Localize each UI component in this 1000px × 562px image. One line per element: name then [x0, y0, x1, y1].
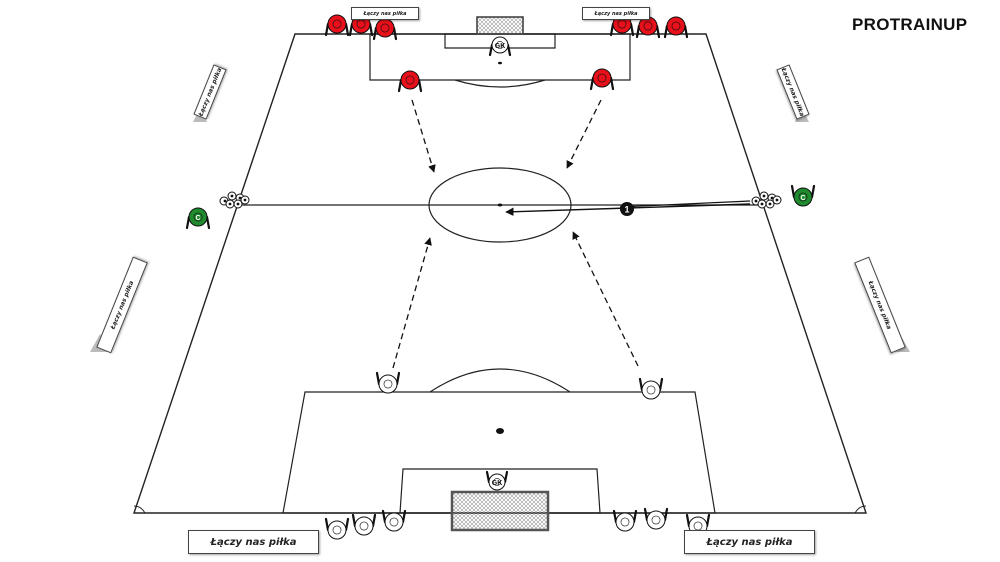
ad-board-top-right: Łączy nas piłka	[582, 7, 650, 20]
bottom-penalty-spot	[496, 428, 504, 434]
bottom-goal-area	[399, 468, 601, 514]
top-penalty-spot	[498, 61, 502, 65]
ad-board-bottom-left-text: Łączy nas piłka	[210, 536, 297, 548]
red-player-1	[324, 14, 350, 37]
white-player-2	[638, 377, 664, 400]
ad-board-bottom-left: Łączy nas piłka	[188, 530, 319, 554]
run-arrow-bottom-left	[392, 237, 432, 369]
top-goal	[476, 16, 524, 35]
red-player-6	[663, 16, 689, 39]
corner-arc-bottom-right	[854, 505, 867, 514]
center-circle	[428, 167, 572, 243]
white-player-3	[324, 517, 350, 540]
ball-pile-right	[751, 191, 782, 209]
ad-board-bottom-right: Łączy nas piłka	[684, 530, 815, 554]
white-player-6	[612, 509, 638, 532]
brand-logo-text: PROTRAINUP	[852, 15, 968, 34]
red-player-3	[372, 18, 398, 41]
ball-pile-left	[219, 191, 250, 209]
center-spot	[497, 203, 503, 207]
run-arrow-top-right	[566, 99, 602, 169]
bottom-penalty-area	[282, 391, 716, 514]
goalkeeper-top: GK	[488, 36, 512, 57]
corner-arc-bottom-left	[133, 505, 146, 514]
bottom-penalty-arc	[429, 368, 571, 393]
coach-left-label: C	[195, 215, 200, 222]
red-player-7	[397, 70, 423, 93]
white-player-4	[351, 513, 377, 536]
red-player-8	[589, 68, 615, 91]
ad-board-top-left: Łączy nas piłka	[351, 7, 419, 20]
run-arrow-top-left	[411, 99, 436, 173]
ad-board-top-left-text: Łączy nas piłka	[363, 10, 407, 17]
goalkeeper-top-label: GK	[495, 43, 506, 50]
white-player-5	[381, 509, 407, 532]
coach-right: C	[790, 184, 816, 207]
step-marker: 1	[620, 202, 634, 216]
field-outline	[133, 33, 867, 514]
players-layer: GK GK C C	[185, 14, 816, 540]
bottom-goal	[450, 490, 550, 532]
run-arrow-bottom-right	[572, 231, 639, 367]
coach-right-label: C	[800, 195, 805, 202]
pass-line-upper	[619, 200, 751, 208]
ad-board-bottom-right-text: Łączy nas piłka	[706, 536, 793, 548]
ad-board-top-right-text: Łączy nas piłka	[594, 10, 638, 17]
white-player-7	[643, 507, 669, 530]
coach-left: C	[185, 207, 211, 230]
goalkeeper-bottom-label: GK	[492, 480, 503, 487]
top-penalty-arc	[454, 79, 546, 88]
white-player-1	[375, 371, 401, 394]
step-number: 1	[624, 205, 629, 215]
goalkeeper-bottom: GK	[485, 470, 509, 491]
